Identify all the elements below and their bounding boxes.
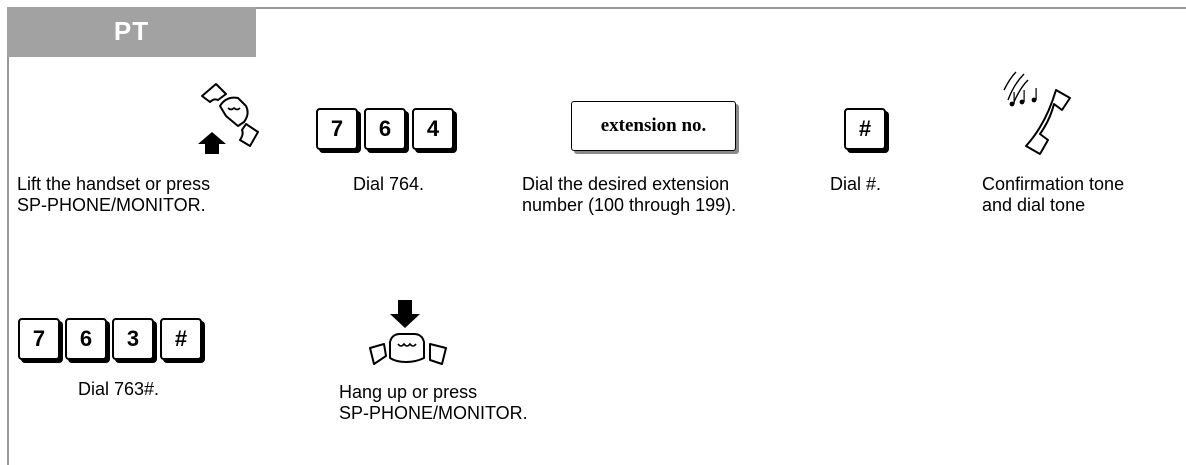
dial-763-instruction: Dial 763#. bbox=[78, 379, 160, 399]
extension-number-box: extension no. bbox=[571, 101, 736, 151]
hang-up-instruction: Hang up or press SP-PHONE/MONITOR. bbox=[339, 382, 528, 423]
key-hash: # bbox=[160, 318, 202, 360]
key-3: 3 bbox=[112, 318, 154, 360]
dial-hash-instruction: Dial #. bbox=[830, 174, 882, 194]
dial-764-instruction: Dial 764. bbox=[353, 174, 425, 194]
hang-up-handset-icon bbox=[369, 300, 447, 365]
key-7: 7 bbox=[316, 108, 358, 150]
lift-handset-icon bbox=[198, 83, 259, 154]
pt-tab: PT bbox=[7, 7, 256, 57]
key-4: 4 bbox=[412, 108, 454, 150]
key-6: 6 bbox=[364, 108, 406, 150]
key-6: 6 bbox=[65, 318, 107, 360]
lift-instruction: Lift the handset or press SP-PHONE/MONIT… bbox=[17, 174, 211, 215]
key-hash: # bbox=[844, 108, 886, 150]
key-7: 7 bbox=[18, 318, 60, 360]
pt-tab-label: PT bbox=[113, 16, 150, 46]
frame-left-rule bbox=[7, 57, 9, 465]
extension-instruction: Dial the desired extension number (100 t… bbox=[522, 174, 737, 215]
confirmation-instruction: Confirmation tone and dial tone bbox=[982, 174, 1125, 215]
frame-top-rule bbox=[256, 7, 1186, 9]
ringing-handset-icon bbox=[1003, 71, 1071, 155]
